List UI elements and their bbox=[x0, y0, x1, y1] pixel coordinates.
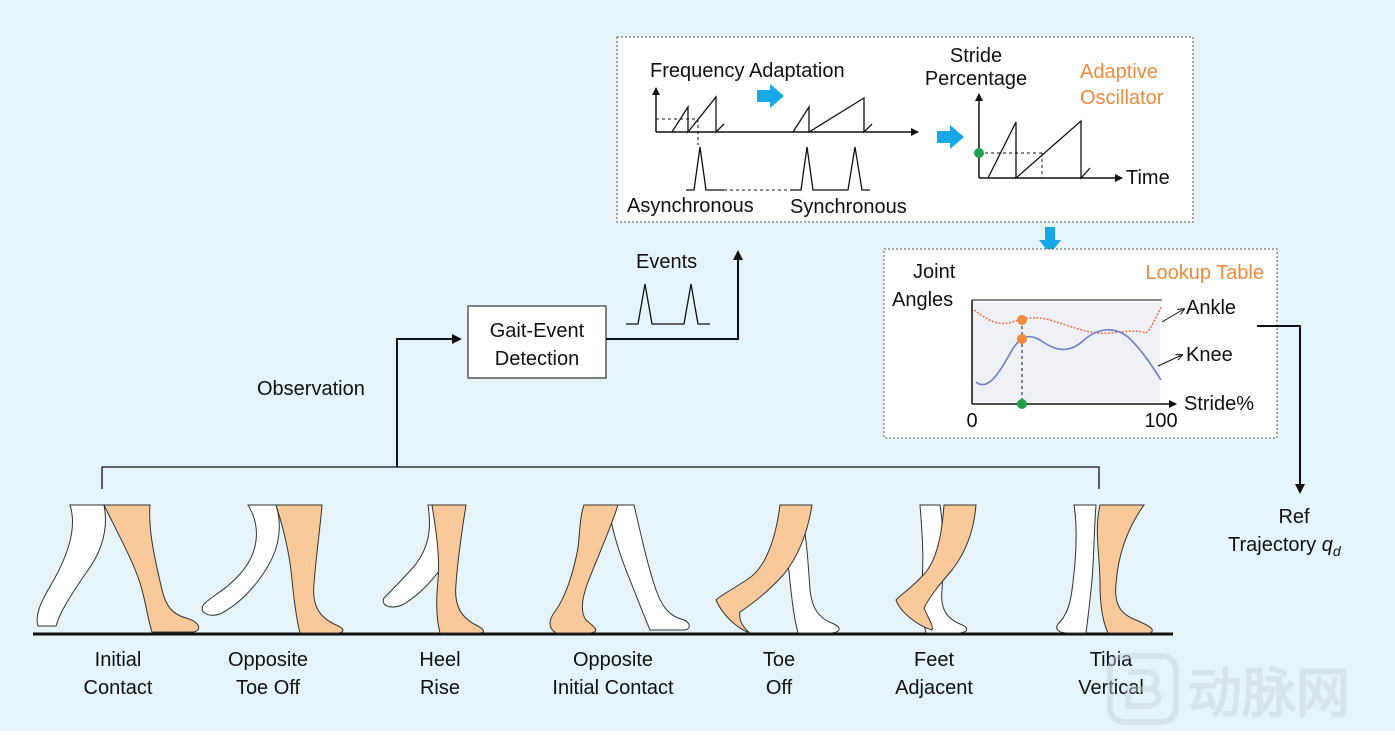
ankle-readout-dot bbox=[1017, 315, 1027, 325]
stride-percent-label: Stride% bbox=[1184, 393, 1254, 415]
phase-label-line2: Off bbox=[766, 677, 793, 699]
gait-phase-figures bbox=[36, 504, 1153, 634]
knee-readout-dot bbox=[1017, 334, 1027, 344]
lookup-to-output-arrow bbox=[1257, 325, 1305, 494]
percentage-label: Percentage bbox=[925, 68, 1027, 90]
x-min-label: 0 bbox=[966, 410, 977, 432]
oscillator-box bbox=[616, 36, 1194, 223]
d-subscript: d bbox=[1333, 543, 1342, 559]
leg-opposite-initial-contact bbox=[549, 504, 690, 634]
phase-label-line1: Tibia bbox=[1090, 649, 1133, 671]
phase-label-line2: Rise bbox=[420, 677, 460, 699]
phase-label-line2: Contact bbox=[84, 677, 153, 699]
detection-line2: Detection bbox=[495, 348, 580, 370]
gait-event-detection-block: Gait-Event Detection Events Observation bbox=[257, 250, 743, 400]
async-event-pulse bbox=[686, 146, 724, 191]
leg-feet-adjacent bbox=[895, 504, 977, 634]
lookup-table-title: Lookup Table bbox=[1145, 262, 1264, 284]
phase-label-line2: Toe Off bbox=[236, 677, 301, 699]
sync-sawtooth bbox=[792, 96, 873, 134]
stride-label: Stride bbox=[950, 45, 1002, 67]
phase-label-line1: Opposite bbox=[228, 649, 308, 671]
synchronous-label: Synchronous bbox=[790, 196, 907, 218]
observation-label: Observation bbox=[257, 378, 365, 400]
ankle-curve bbox=[973, 305, 1163, 335]
async-sawtooth bbox=[671, 95, 725, 134]
trajectory-label: Trajectory qd bbox=[1228, 534, 1342, 559]
asynchronous-label: Asynchronous bbox=[627, 195, 754, 217]
stride-phase-dot bbox=[974, 148, 984, 158]
detection-to-oscillator-arrow bbox=[606, 250, 743, 340]
phase-label-line1: Opposite bbox=[573, 649, 653, 671]
phase-label-line1: Toe bbox=[763, 649, 795, 671]
phase-label-line2: Initial Contact bbox=[552, 677, 674, 699]
frequency-adaptation-label: Frequency Adaptation bbox=[650, 60, 845, 82]
knee-label: Knee bbox=[1186, 344, 1233, 366]
leg-opposite-toe-off bbox=[201, 504, 344, 634]
stride-readout-dot bbox=[1017, 399, 1027, 409]
stride-sawtooth bbox=[987, 119, 1091, 180]
watermark-text: 动脉网 bbox=[1188, 664, 1350, 724]
sync-event-pulses bbox=[790, 146, 870, 191]
detection-box bbox=[467, 305, 607, 379]
watermark-logo-icon bbox=[1107, 653, 1179, 725]
phase-label-line2: Vertical bbox=[1078, 677, 1144, 699]
time-label: Time bbox=[1126, 167, 1170, 189]
leg-heel-rise bbox=[382, 504, 484, 634]
x-max-label: 100 bbox=[1144, 410, 1177, 432]
events-label: Events bbox=[636, 251, 697, 273]
joint-label: Joint bbox=[913, 261, 956, 283]
detection-line1: Gait-Event bbox=[490, 320, 585, 342]
ref-label: Ref bbox=[1278, 506, 1310, 528]
observation-arrow bbox=[396, 334, 462, 467]
adaptive-oscillator-panel: Frequency Adaptation Asynchronous Synchr… bbox=[616, 36, 1194, 223]
adaptation-arrow-icon bbox=[757, 84, 784, 108]
events-pulses bbox=[626, 283, 710, 325]
phase-label-line1: Heel bbox=[419, 649, 460, 671]
leg-toe-off bbox=[715, 504, 840, 634]
to-lookup-arrow-icon bbox=[1039, 227, 1061, 254]
angles-label: Angles bbox=[892, 289, 953, 311]
knee-curve bbox=[975, 329, 1162, 386]
adaptive-label: Adaptive bbox=[1080, 61, 1158, 83]
ref-trajectory-label: Ref Trajectory qd bbox=[1228, 506, 1342, 559]
lookup-table-panel: Lookup Table Joint Angles Ankle Knee Str… bbox=[883, 248, 1278, 439]
ankle-pointer bbox=[1161, 309, 1184, 323]
phase-label-line1: Initial bbox=[95, 649, 142, 671]
phases-bracket bbox=[101, 466, 1100, 489]
oscillator-label: Oscillator bbox=[1080, 87, 1164, 109]
phase-label-line2: Adjacent bbox=[895, 677, 973, 699]
ankle-label: Ankle bbox=[1186, 297, 1236, 319]
watermark-logo-mark bbox=[1125, 669, 1162, 709]
knee-pointer bbox=[1157, 355, 1182, 367]
leg-tibia-vertical bbox=[1056, 504, 1153, 634]
q-symbol: q bbox=[1322, 534, 1333, 556]
trajectory-word: Trajectory bbox=[1228, 534, 1322, 556]
phase-label-line1: Feet bbox=[914, 649, 954, 671]
phase-labels: Initial Contact Opposite Toe Off Heel Ri… bbox=[84, 649, 1144, 699]
lookup-plot-area bbox=[972, 302, 1160, 402]
watermark: 动脉网 bbox=[1107, 653, 1350, 725]
leg-initial-contact bbox=[36, 504, 200, 633]
to-stride-arrow-icon bbox=[937, 125, 964, 149]
